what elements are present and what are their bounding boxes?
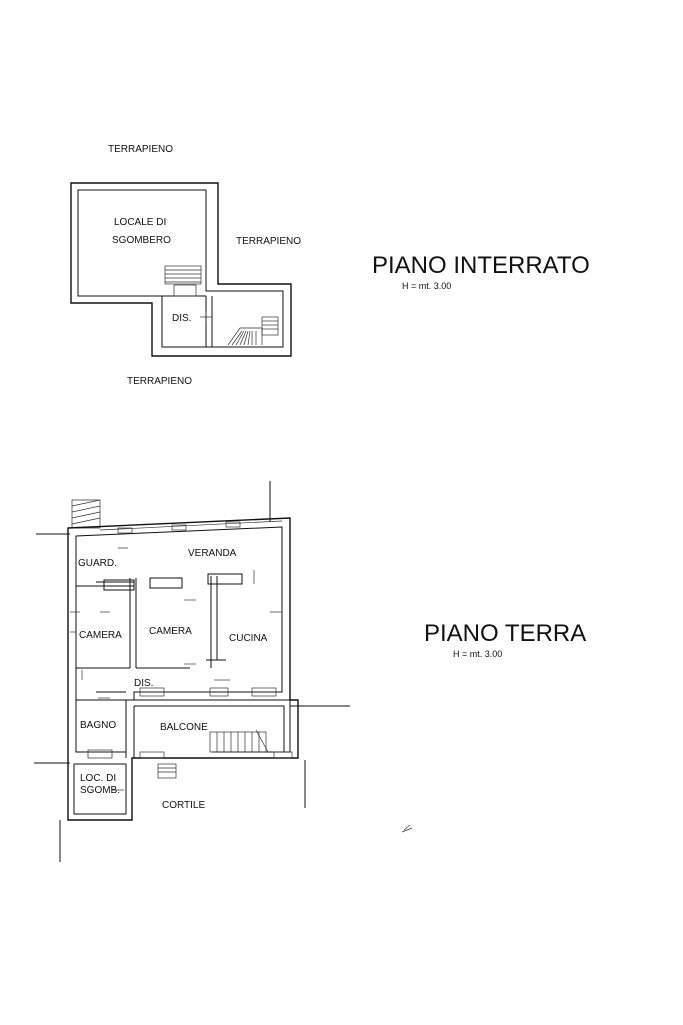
basement-terrapieno-right: TERRAPIENO [236,236,301,247]
chimney [71,499,101,529]
room-label-camera-left: CAMERA [79,630,122,641]
room-label-loc-1: LOC. DI [80,773,116,784]
basement-title: PIANO INTERRATO [372,252,590,279]
door-marks [70,547,282,791]
basement-outer-wall [70,182,292,357]
basement-terrapieno-bottom: TERRAPIENO [127,376,192,387]
ground-plan: GUARD. VERANDA CAMERA CAMERA CUCINA DIS.… [34,481,586,862]
room-label-balcone: BALCONE [160,722,208,733]
room-label-cucina: CUCINA [229,633,268,644]
basement-locale-label-1: LOCALE DI [114,217,166,228]
basement-inner-wall [77,189,284,348]
basement-door [173,284,197,297]
partitions [76,573,243,701]
basement-dis-label: DIS. [172,313,191,324]
balcony-wall [134,699,291,753]
basement-height-note: H = mt. 3.00 [402,281,451,291]
storage-room-wall [73,763,127,815]
room-label-camera-mid: CAMERA [149,626,192,637]
ground-outer-wall [67,517,299,821]
ground-height-note: H = mt. 3.00 [453,649,502,659]
balcony-stair [209,729,269,753]
room-label-loc-2: SGOMB. [80,785,120,796]
room-label-dis: DIS. [134,678,153,689]
room-label-bagno: BAGNO [80,720,116,731]
basement-locale-label-2: SGOMBERO [112,235,171,246]
basement-plan: TERRAPIENO LOCALE DI SGOMBERO TERRAPIENO… [70,144,590,387]
courtyard-step [157,763,177,779]
window-marks [87,687,293,759]
basement-stair-top [164,265,202,285]
ground-title: PIANO TERRA [424,620,586,647]
room-label-guard: GUARD. [78,558,117,569]
scan-mark [401,824,413,833]
room-label-veranda: VERANDA [188,548,237,559]
basement-stair-bottom [227,316,279,346]
veranda-glazing [99,520,283,534]
basement-terrapieno-top: TERRAPIENO [108,144,173,155]
room-label-cortile: CORTILE [162,800,205,811]
